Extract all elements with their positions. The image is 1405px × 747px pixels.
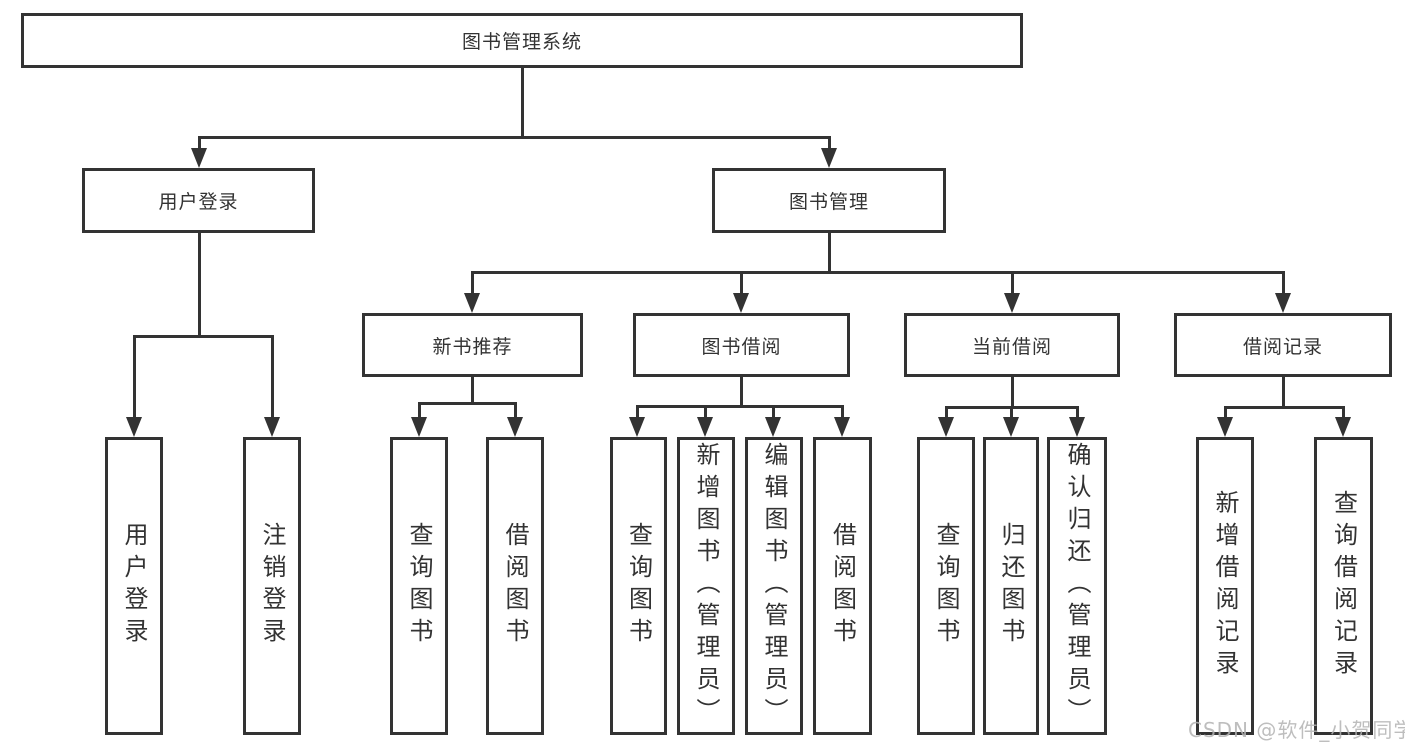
node-label-current-borrowing: 当前借阅 [971,335,1052,358]
node-book-management: 图书管理 [712,168,946,233]
node-root: 图书管理系统 [21,13,1023,68]
node-query-borrow-record: 查询借阅记录 [1314,437,1373,735]
node-label-user-login-leaf: 用户登录 [120,522,148,650]
arrow-down-icon [1275,293,1291,313]
node-label-borrow-books-borrow: 借阅图书 [828,522,857,650]
node-label-borrowing-records: 借阅记录 [1242,335,1323,358]
connector-arrow-line [827,137,831,150]
connector-drop-line-new-book-recommend [470,377,474,405]
connector-arrow-line [944,407,948,419]
arrow-down-icon [1004,293,1020,313]
node-query-books-current: 查询图书 [917,437,975,735]
arrow-down-icon [191,148,207,168]
connector-arrow-line [1223,407,1227,419]
node-add-borrow-record: 新增借阅记录 [1196,437,1254,735]
node-label-add-borrow-record: 新增借阅记录 [1211,490,1239,682]
connector-arrow-line [132,336,136,419]
connector-arrow-line [197,137,201,150]
node-label-query-books-rec: 查询图书 [405,522,433,650]
node-label-new-book-recommend: 新书推荐 [432,335,513,358]
node-label-edit-books-admin: 编辑图书（管理员） [760,442,788,730]
connector-arrow-line [1010,272,1014,295]
node-query-books-borrow: 查询图书 [610,437,667,735]
node-user-login-leaf: 用户登录 [105,437,163,735]
arrow-down-icon [821,148,837,168]
node-edit-books-admin: 编辑图书（管理员） [745,437,803,735]
connector-arrow-line [470,272,474,295]
node-label-logout: 注销登录 [258,522,286,650]
node-label-return-books: 归还图书 [997,522,1025,650]
connector-arrow-line [771,406,775,419]
arrow-down-icon [629,417,645,437]
node-label-query-books-borrow: 查询图书 [624,522,653,650]
node-label-query-books-current: 查询图书 [932,522,960,650]
node-user-login: 用户登录 [82,168,315,233]
arrow-down-icon [1003,417,1019,437]
node-book-borrowing: 图书借阅 [633,313,850,377]
node-return-books: 归还图书 [983,437,1039,735]
connector-arrow-line [739,272,743,295]
connector-arrow-line [513,403,517,419]
node-borrowing-records: 借阅记录 [1174,313,1392,377]
connector-drop-line-borrowing-records [1281,377,1285,409]
node-new-book-recommend: 新书推荐 [362,313,583,377]
connector-arrow-line [635,406,639,419]
node-current-borrowing: 当前借阅 [904,313,1120,377]
node-query-books-rec: 查询图书 [390,437,448,735]
node-borrow-books-rec: 借阅图书 [486,437,544,735]
arrow-down-icon [126,417,142,437]
connector-arrow-line [1341,407,1345,419]
node-label-borrow-books-rec: 借阅图书 [501,522,529,650]
node-logout: 注销登录 [243,437,301,735]
connector-drop-line-current-borrowing [1010,377,1014,409]
arrow-down-icon [1217,417,1233,437]
node-add-books-admin: 新增图书（管理员） [677,437,735,735]
node-label-confirm-return-admin: 确认归还（管理员） [1063,442,1091,730]
arrow-down-icon [697,417,713,437]
arrow-down-icon [411,417,427,437]
connector-arrow-line [1009,407,1013,419]
arrow-down-icon [938,417,954,437]
node-label-query-borrow-record: 查询借阅记录 [1329,490,1358,682]
arrow-down-icon [1069,417,1085,437]
connector-drop-line-book-borrowing [739,377,743,408]
connector-drop-line-book-management [827,233,831,274]
arrow-down-icon [834,417,850,437]
arrow-down-icon [733,293,749,313]
connector-bar-root [197,135,831,139]
node-label-book-borrowing: 图书借阅 [701,335,782,358]
arrow-down-icon [507,417,523,437]
arrow-down-icon [464,293,480,313]
arrow-down-icon [264,417,280,437]
connector-drop-line-root [520,68,524,139]
connector-arrow-line [1281,272,1285,295]
connector-arrow-line [1075,407,1079,419]
node-label-root: 图书管理系统 [461,31,582,53]
node-label-user-login: 用户登录 [158,191,239,213]
connector-arrow-line [417,403,421,419]
connector-bar-book-borrowing [635,404,844,408]
node-label-add-books-admin: 新增图书（管理员） [692,442,720,730]
node-borrow-books-borrow: 借阅图书 [813,437,872,735]
arrow-down-icon [765,417,781,437]
connector-bar-user-login [132,334,274,338]
connector-arrow-line [270,336,274,419]
csdn-watermark: CSDN @软件_小贺同学 [1188,718,1405,742]
connector-bar-borrowing-records [1223,405,1345,409]
node-label-book-management: 图书管理 [788,191,869,213]
connector-bar-new-book-recommend [417,401,517,405]
connector-arrow-line [703,406,707,419]
connector-drop-line-user-login [197,233,201,338]
arrow-down-icon [1335,417,1351,437]
connector-arrow-line [840,406,844,419]
connector-bar-book-management [470,270,1285,274]
node-confirm-return-admin: 确认归还（管理员） [1047,437,1107,735]
